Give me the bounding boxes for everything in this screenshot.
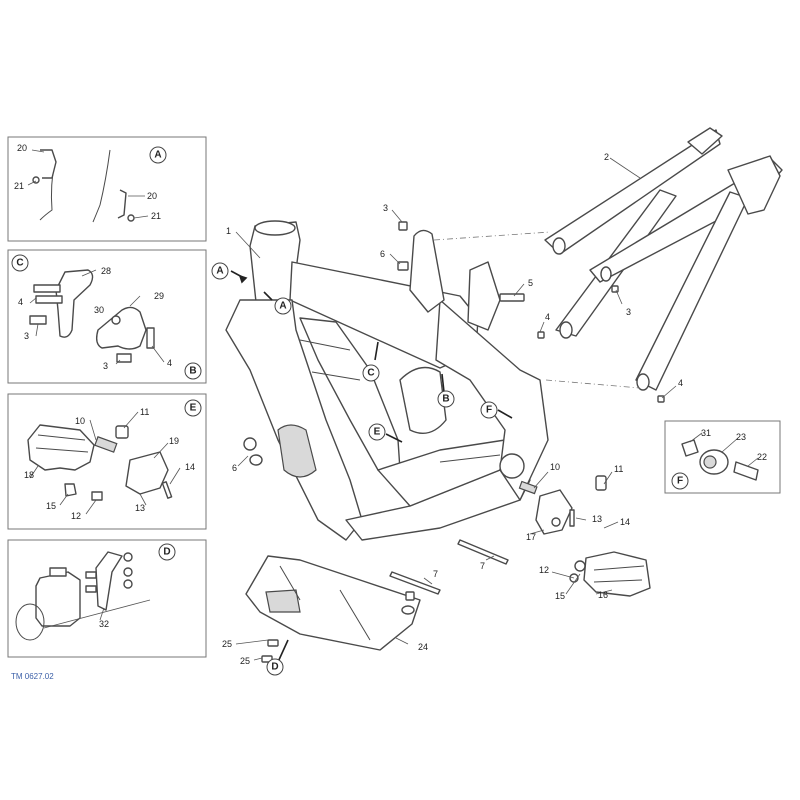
part-label-15-e: 15 — [46, 501, 56, 511]
main-frame — [225, 220, 549, 541]
callout-c-box[interactable]: C — [11, 254, 29, 272]
callout-e-box[interactable]: E — [184, 399, 202, 417]
part-number-labels: 20 21 20 21 28 4 30 29 3 3 4 10 11 19 14… — [14, 143, 767, 666]
callout-a-main-1-label: A — [216, 266, 223, 277]
part-label-16: 16 — [598, 590, 608, 600]
part-label-4-c1: 4 — [18, 297, 23, 307]
part-label-7-m1: 7 — [480, 561, 485, 571]
arrow-f — [497, 409, 513, 419]
callout-f-main-label: F — [486, 405, 492, 416]
callout-f-main[interactable]: F — [480, 401, 498, 419]
arrow-e — [385, 433, 403, 443]
part-label-22: 22 — [757, 452, 767, 462]
arrow-a-1-head — [238, 274, 248, 284]
inset-box-a — [7, 136, 207, 242]
part-label-20-b: 20 — [147, 191, 157, 201]
callout-c-main-label: C — [367, 368, 374, 379]
part-label-5: 5 — [528, 278, 533, 288]
part-label-18: 18 — [24, 470, 34, 480]
part-label-10-e: 10 — [75, 416, 85, 426]
part-label-30: 30 — [94, 305, 104, 315]
part-label-20-a: 20 — [17, 143, 27, 153]
part-label-13-e: 13 — [135, 503, 145, 513]
callout-e-main[interactable]: E — [368, 423, 386, 441]
part-label-3-m2: 3 — [626, 307, 631, 317]
callout-c-main[interactable]: C — [362, 364, 380, 382]
inset-box-c — [7, 249, 207, 384]
part-label-11-e: 11 — [140, 407, 149, 417]
arrow-c — [374, 341, 379, 361]
leader-lines — [235, 157, 677, 661]
figure-reference: TM 0627.02 — [11, 672, 54, 681]
part-label-25-a: 25 — [222, 639, 232, 649]
arrow-b — [441, 373, 445, 393]
callout-a-main-1[interactable]: A — [211, 262, 229, 280]
callout-f-box-label: F — [677, 476, 683, 487]
part-label-3-c2: 3 — [103, 361, 108, 371]
part-label-19: 19 — [169, 436, 179, 446]
part-label-11-m: 11 — [614, 464, 623, 474]
part-label-31: 31 — [701, 428, 711, 438]
part-label-21-a: 21 — [14, 181, 24, 191]
part-label-25-b: 25 — [240, 656, 250, 666]
callout-d-main[interactable]: D — [266, 658, 284, 676]
loose-bolts — [261, 221, 665, 663]
arrow-a-2 — [263, 291, 273, 301]
callout-f-box[interactable]: F — [671, 472, 689, 490]
part-label-14-m: 14 — [620, 517, 630, 527]
part-label-12-m: 12 — [539, 565, 549, 575]
skid-plate — [245, 555, 421, 651]
part-label-15-m: 15 — [555, 591, 565, 601]
part-label-2: 2 — [604, 152, 609, 162]
part-label-14-e: 14 — [185, 462, 195, 472]
part-label-7-m2: 7 — [433, 569, 438, 579]
part-label-3-c1: 3 — [24, 331, 29, 341]
arrow-d — [277, 639, 289, 663]
right-footpeg-assembly — [518, 475, 651, 597]
callout-b-main[interactable]: B — [437, 390, 455, 408]
callout-e-main-label: E — [374, 427, 381, 438]
part-label-12-e: 12 — [71, 511, 81, 521]
part-label-29: 29 — [154, 291, 164, 301]
part-label-6-m2: 6 — [232, 463, 237, 473]
part-label-17: 17 — [526, 532, 536, 542]
part-label-10-m: 10 — [550, 462, 560, 472]
callout-a-main-2[interactable]: A — [274, 297, 292, 315]
callout-d-main-label: D — [271, 662, 278, 673]
part-label-21-b: 21 — [151, 211, 161, 221]
part-label-1: 1 — [226, 226, 231, 236]
part-label-24: 24 — [418, 642, 428, 652]
inset-box-e — [7, 393, 207, 530]
callout-b-box[interactable]: B — [184, 362, 202, 380]
part-label-13-m: 13 — [592, 514, 602, 524]
callout-d-box-label: D — [163, 547, 170, 558]
part-label-28: 28 — [101, 266, 111, 276]
callout-a-box[interactable]: A — [149, 146, 167, 164]
callout-a-main-2-label: A — [279, 301, 286, 312]
callout-e-box-label: E — [190, 403, 197, 414]
subframe — [544, 127, 783, 391]
inset-box-d — [7, 539, 207, 658]
callout-a-box-label: A — [154, 150, 161, 161]
part-label-3-m1: 3 — [383, 203, 388, 213]
callout-b-main-label: B — [442, 394, 449, 405]
callout-d-box[interactable]: D — [158, 543, 176, 561]
part-label-6-m1: 6 — [380, 249, 385, 259]
callout-c-box-label: C — [16, 258, 23, 269]
arrows — [230, 270, 513, 663]
part-label-4-m2: 4 — [678, 378, 683, 388]
part-label-4-m1: 4 — [545, 312, 550, 322]
callout-b-box-label: B — [189, 366, 196, 377]
part-label-23: 23 — [736, 432, 746, 442]
part-label-32: 32 — [99, 619, 109, 629]
part-label-4-c2: 4 — [167, 358, 172, 368]
